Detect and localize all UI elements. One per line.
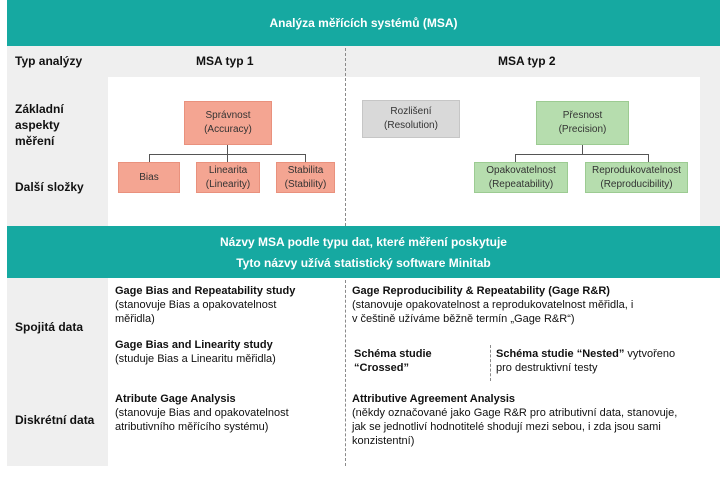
row-label-type: Typ analýzy (15, 54, 83, 68)
crossed-line: Schéma studie (354, 348, 432, 360)
reproducibility-box: Reprodukovatelnost (Reproducibility) (585, 162, 688, 193)
nested-bold: Schéma studie “Nested” (496, 348, 625, 360)
connector (227, 145, 228, 154)
accuracy-label: Správnost (205, 110, 251, 121)
lower-label-column (7, 278, 108, 466)
resolution-label: Rozlišení (390, 106, 432, 117)
nested-line2: pro destruktivní testy (496, 362, 598, 374)
gage-rr-desc: (stanovuje opakovatelnost a reprodukovat… (352, 299, 634, 311)
connector (582, 145, 583, 154)
upper-label-column (7, 77, 108, 226)
accuracy-sublabel: (Accuracy) (204, 124, 252, 135)
repeatability-sublabel: (Repeatability) (488, 178, 554, 190)
connector (515, 154, 516, 162)
reproducibility-sublabel: (Reproducibility) (600, 178, 673, 190)
continuous-col1: Gage Bias and Repeatability study (stano… (115, 284, 345, 326)
linearity-box: Linearita (Linearity) (196, 162, 260, 193)
connector (648, 154, 649, 162)
bias-box: Bias (118, 162, 180, 193)
connector (149, 154, 150, 162)
lower-area (108, 278, 720, 466)
accuracy-box: Správnost (Accuracy) (184, 101, 272, 145)
discrete-col2: Attributive Agreement Analysis (někdy oz… (352, 392, 720, 448)
attributive-agreement-desc: jak se jednotliví hodnotitelé shodují me… (352, 421, 661, 433)
stability-label: Stabilita (287, 164, 324, 176)
column-divider-lower (345, 280, 346, 466)
repeatability-box: Opakovatelnost (Repeatability) (474, 162, 568, 193)
resolution-sublabel: (Resolution) (384, 120, 438, 131)
resolution-box: Rozlišení (Resolution) (362, 100, 460, 138)
gage-bias-linearity-desc: (studuje Bias a Linearitu měřidla) (115, 353, 276, 365)
gage-rr-title: Gage Reproducibility & Repeatability (Ga… (352, 285, 610, 297)
precision-label: Přesnost (562, 110, 603, 121)
band-line-2: Tyto názvy užívá statistický software Mi… (236, 255, 491, 270)
page-title: Analýza měřících systémů (MSA) (269, 16, 458, 30)
stability-box: Stabilita (Stability) (276, 162, 335, 193)
connector (227, 154, 228, 162)
crossed-study: Schéma studie “Crossed” (354, 347, 484, 375)
col-header-msa1: MSA typ 1 (196, 54, 254, 68)
repeatability-label: Opakovatelnost (486, 164, 556, 176)
nested-study: Schéma studie “Nested” vytvořeno pro des… (496, 347, 718, 375)
attribute-gage-title: Atribute Gage Analysis (115, 393, 236, 405)
stability-sublabel: (Stability) (284, 178, 327, 190)
connector (515, 154, 648, 155)
column-divider-upper (345, 48, 346, 226)
connector (305, 154, 306, 162)
row-label-basic: Základní aspekty měření (15, 101, 64, 149)
precision-sublabel: (Precision) (558, 124, 607, 135)
linearity-sublabel: (Linearity) (205, 178, 251, 190)
col-header-msa2: MSA typ 2 (498, 54, 556, 68)
crossed-nested-divider (490, 345, 491, 381)
reproducibility-label: Reprodukovatelnost (592, 164, 681, 176)
row-label-basic-line: Základní (15, 102, 64, 116)
band-line-1: Názvy MSA podle typu dat, které měření p… (220, 234, 507, 249)
attributive-agreement-title: Attributive Agreement Analysis (352, 393, 516, 405)
attribute-gage-desc: (stanovuje Bias and opakovatelnost (115, 407, 289, 419)
crossed-line: “Crossed” (354, 362, 410, 374)
attributive-agreement-desc: konzistentní) (352, 435, 415, 447)
continuous-col1-b: Gage Bias and Linearity study (studuje B… (115, 338, 345, 366)
header-row (7, 46, 720, 77)
linearity-label: Linearita (208, 164, 248, 176)
gage-bias-repeatability-title: Gage Bias and Repeatability study (115, 285, 296, 297)
row-label-basic-line: měření (15, 134, 55, 148)
bias-label: Bias (139, 171, 159, 183)
nested-line1: Schéma studie “Nested” vytvořeno (496, 347, 718, 361)
gage-bias-repeatability-desc: (stanovuje Bias a opakovatelnost (115, 299, 277, 311)
nested-rest: vytvořeno (624, 348, 676, 360)
discrete-col1: Atribute Gage Analysis (stanovuje Bias a… (115, 392, 345, 434)
row-label-other: Další složky (15, 180, 84, 194)
continuous-col2: Gage Reproducibility & Repeatability (Ga… (352, 284, 717, 326)
row-label-discrete: Diskrétní data (15, 413, 95, 427)
gage-bias-linearity-title: Gage Bias and Linearity study (115, 339, 273, 351)
attribute-gage-desc: atributivního měřícího systému) (115, 421, 269, 433)
row-label-basic-line: aspekty (15, 118, 60, 132)
gage-bias-repeatability-desc: měřidla) (115, 313, 155, 325)
upper-right-strip (700, 77, 720, 226)
attributive-agreement-desc: (někdy označované jako Gage R&R pro atri… (352, 407, 678, 419)
row-label-continuous: Spojitá data (15, 320, 84, 334)
gage-rr-desc: v češtině užíváme běžně termín „Gage R&R… (352, 313, 575, 325)
precision-box: Přesnost (Precision) (536, 101, 629, 145)
title-band: Analýza měřících systémů (MSA) (7, 0, 720, 46)
data-type-band: Názvy MSA podle typu dat, které měření p… (7, 226, 720, 278)
